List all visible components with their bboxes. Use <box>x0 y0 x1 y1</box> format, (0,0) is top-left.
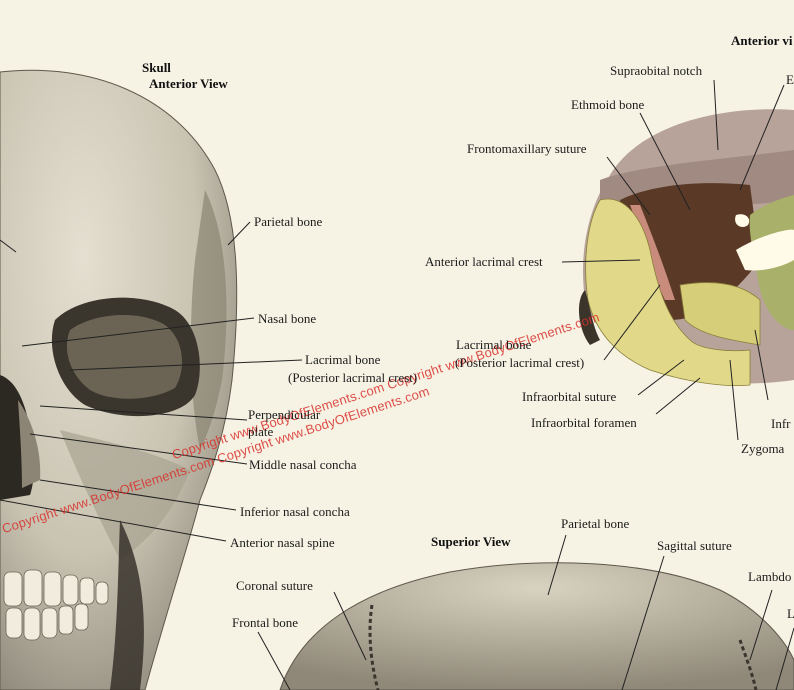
label-lacrimal-bone: Lacrimal bone <box>305 352 381 367</box>
label-perpendicular: Perpendicular <box>248 407 321 422</box>
label-plate: plate <box>248 424 274 439</box>
orbit-detail-drawing <box>578 109 794 386</box>
label-parietal-bone: Parietal bone <box>254 214 323 229</box>
heading-anterior-view: Anterior View <box>149 76 228 91</box>
label-middle-nasal-concha: Middle nasal concha <box>249 457 357 472</box>
label-zygoma-truncated: Zygoma <box>741 441 785 456</box>
label-lacrimal-bone-2: Lacrimal bone <box>456 337 532 352</box>
label-anterior-nasal-spine: Anterior nasal spine <box>230 535 335 550</box>
label-l-truncated: L <box>787 606 794 621</box>
heading-superior-view: Superior View <box>431 534 511 549</box>
label-lambda-truncated: Lambdo <box>748 569 792 584</box>
label-infraorbital-suture: Infraorbital suture <box>522 389 617 404</box>
label-e-truncated: E <box>786 72 794 87</box>
label-infr-truncated: Infr <box>771 416 791 431</box>
label-posterior-lacrimal-crest: (Posterior lacrimal crest) <box>288 370 418 385</box>
label-coronal-suture: Coronal suture <box>236 578 313 593</box>
label-supraobital-notch: Supraobital notch <box>610 63 703 78</box>
skull-superior-drawing <box>279 562 794 690</box>
label-nasal-bone: Nasal bone <box>258 311 317 326</box>
skull-anterior-drawing <box>0 69 238 690</box>
label-anterior-lacrimal-crest: Anterior lacrimal crest <box>425 254 543 269</box>
label-parietal-bone-2: Parietal bone <box>561 516 630 531</box>
heading-anterior-view-right: Anterior vi <box>731 33 793 48</box>
label-ethmoid-bone: Ethmoid bone <box>571 97 645 112</box>
label-frontal-bone: Frontal bone <box>232 615 299 630</box>
label-sagittal-suture: Sagittal suture <box>657 538 732 553</box>
leader-lines <box>0 79 794 690</box>
heading-skull: Skull <box>142 60 171 75</box>
label-posterior-lacrimal-crest-2: (Posterior lacrimal crest) <box>455 355 585 370</box>
label-frontomaxillary-suture: Frontomaxillary suture <box>467 141 587 156</box>
label-inferior-nasal-concha: Inferior nasal concha <box>240 504 350 519</box>
label-infraorbital-foramen: Infraorbital foramen <box>531 415 637 430</box>
